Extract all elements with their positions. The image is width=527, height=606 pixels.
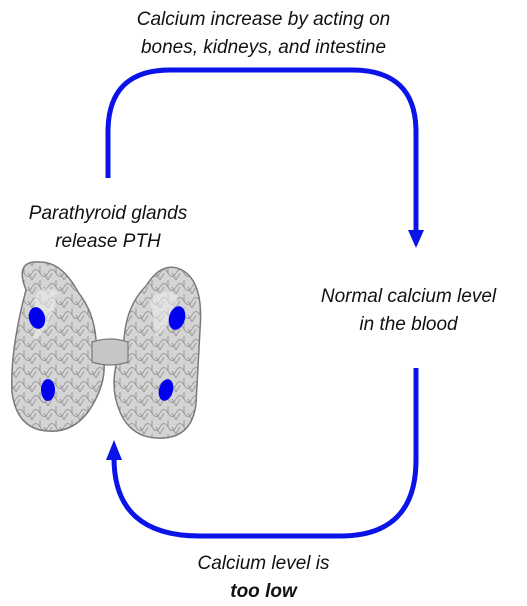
top-arrow: [108, 70, 416, 232]
top-arrowhead: [408, 230, 424, 248]
bottom-arrowhead: [106, 440, 122, 460]
gland-lower-left: [41, 379, 55, 401]
parathyroid-glands-illustration: [12, 262, 201, 438]
